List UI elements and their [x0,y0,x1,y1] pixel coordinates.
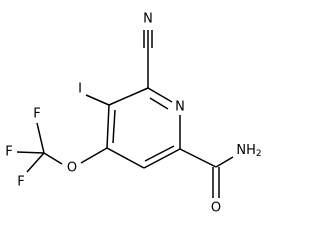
atom-label-fluorine-top: F [33,107,40,122]
atom-label-carbonyl-oxygen: O [211,201,221,216]
bond-cf3-f-bottom [26,152,45,173]
bond-o-cf3 [43,152,63,165]
bond-c3-i [85,94,110,106]
bond-c5-c6-double [144,145,175,162]
bond-cf3-f-top [36,122,45,154]
atom-label-iodine: I [78,82,82,97]
bond-c5-c6 [143,148,181,169]
atom-label-ring-nitrogen: N [175,100,185,115]
atom-label-fluorine-bottom: F [17,175,24,190]
bond-c3-c4 [106,104,110,149]
atom-label-amide-nh2: NH2 [236,143,261,160]
bond-c3-c4-double [112,109,116,144]
nitrile-group [143,30,153,88]
bond-camide-nh2 [215,156,234,168]
bond-n1-c2 [147,87,173,103]
bond-c4-o [80,147,108,164]
bond-cf3-f-left [16,151,45,154]
amide-group [179,148,234,198]
molecule-diagram: N N I O F F F O NH2 [5,12,261,216]
pyridine-ring [106,87,181,169]
atom-label-fluorine-left: F [5,145,12,160]
bond-c6-camide [179,148,217,168]
bond-n1-c2-double [149,97,169,110]
bond-c4-c5 [106,147,145,169]
bond-c2-c3 [108,87,149,106]
atom-label-ether-oxygen: O [67,161,77,176]
atom-label-nitrile-nitrogen: N [143,12,153,27]
